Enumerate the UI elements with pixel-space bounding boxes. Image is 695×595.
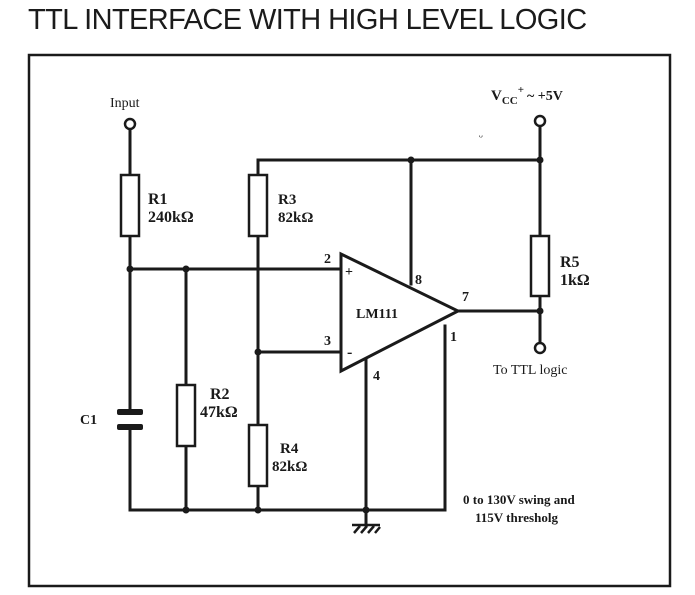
r5-value: 1kΩ [560,272,590,289]
junction-dot [254,506,262,514]
pin-1-label: 1 [450,330,457,345]
input-terminal [123,117,137,131]
pin-plus-label: + [345,265,353,280]
junctions [126,156,544,514]
capacitor-plate-top [117,409,143,415]
vcc-tick-mark: ᵕ [479,129,483,144]
resistors [119,173,551,488]
junction-dot [182,506,190,514]
resistor-r4-body [247,423,269,488]
pin-2-label: 2 [324,252,331,267]
comparator-label: LM111 [356,307,398,322]
resistor-r3-body [247,173,269,238]
note-line-2: 115V thresholg [475,510,558,525]
r2-value: 47kΩ [200,404,238,421]
pin-8-label: 8 [415,273,422,288]
resistor-r1-body [119,173,141,238]
r1-value: 240kΩ [148,209,194,226]
pin-7-label: 7 [462,290,469,305]
r4-name: R4 [280,441,299,457]
junction-dot [362,506,370,514]
output-terminal [533,341,547,355]
output-label: To TTL logic [493,363,567,378]
pin-4-label: 4 [373,369,380,384]
capacitor-plate-bottom [117,424,143,430]
comparator-symbol [339,251,462,374]
r5-name: R5 [560,254,580,271]
junction-dot [536,307,544,315]
r2-name: R2 [210,386,230,403]
note-line-1: 0 to 130V swing and [463,492,576,507]
junction-dot [254,348,262,356]
schematic-frame [27,53,672,588]
vcc-label: VCC+~ +5V [491,84,563,107]
junction-dot [126,265,134,273]
capacitor-c1 [117,409,143,430]
vcc-terminal [533,114,547,128]
pin-3-label: 3 [324,334,331,349]
r3-name: R3 [278,192,296,208]
input-label: Input [110,96,140,111]
ground-icon [352,523,381,534]
resistor-r5-body [529,234,551,298]
r3-value: 82kΩ [278,210,313,226]
resistor-r2-body [175,383,197,448]
c1-label: C1 [80,413,97,428]
junction-dot [182,265,190,273]
junction-dot [407,156,415,164]
r4-value: 82kΩ [272,459,307,475]
page-title: TTL INTERFACE WITH HIGH LEVEL LOGIC [28,4,587,36]
terminals [123,114,547,355]
labels: Input VCC+~ +5V ᵕ R1 240kΩ R3 82kΩ R5 1k… [80,84,590,525]
pin-minus-label: - [347,344,352,361]
r1-name: R1 [148,191,168,208]
junction-dot [536,156,544,164]
wires [128,125,542,527]
